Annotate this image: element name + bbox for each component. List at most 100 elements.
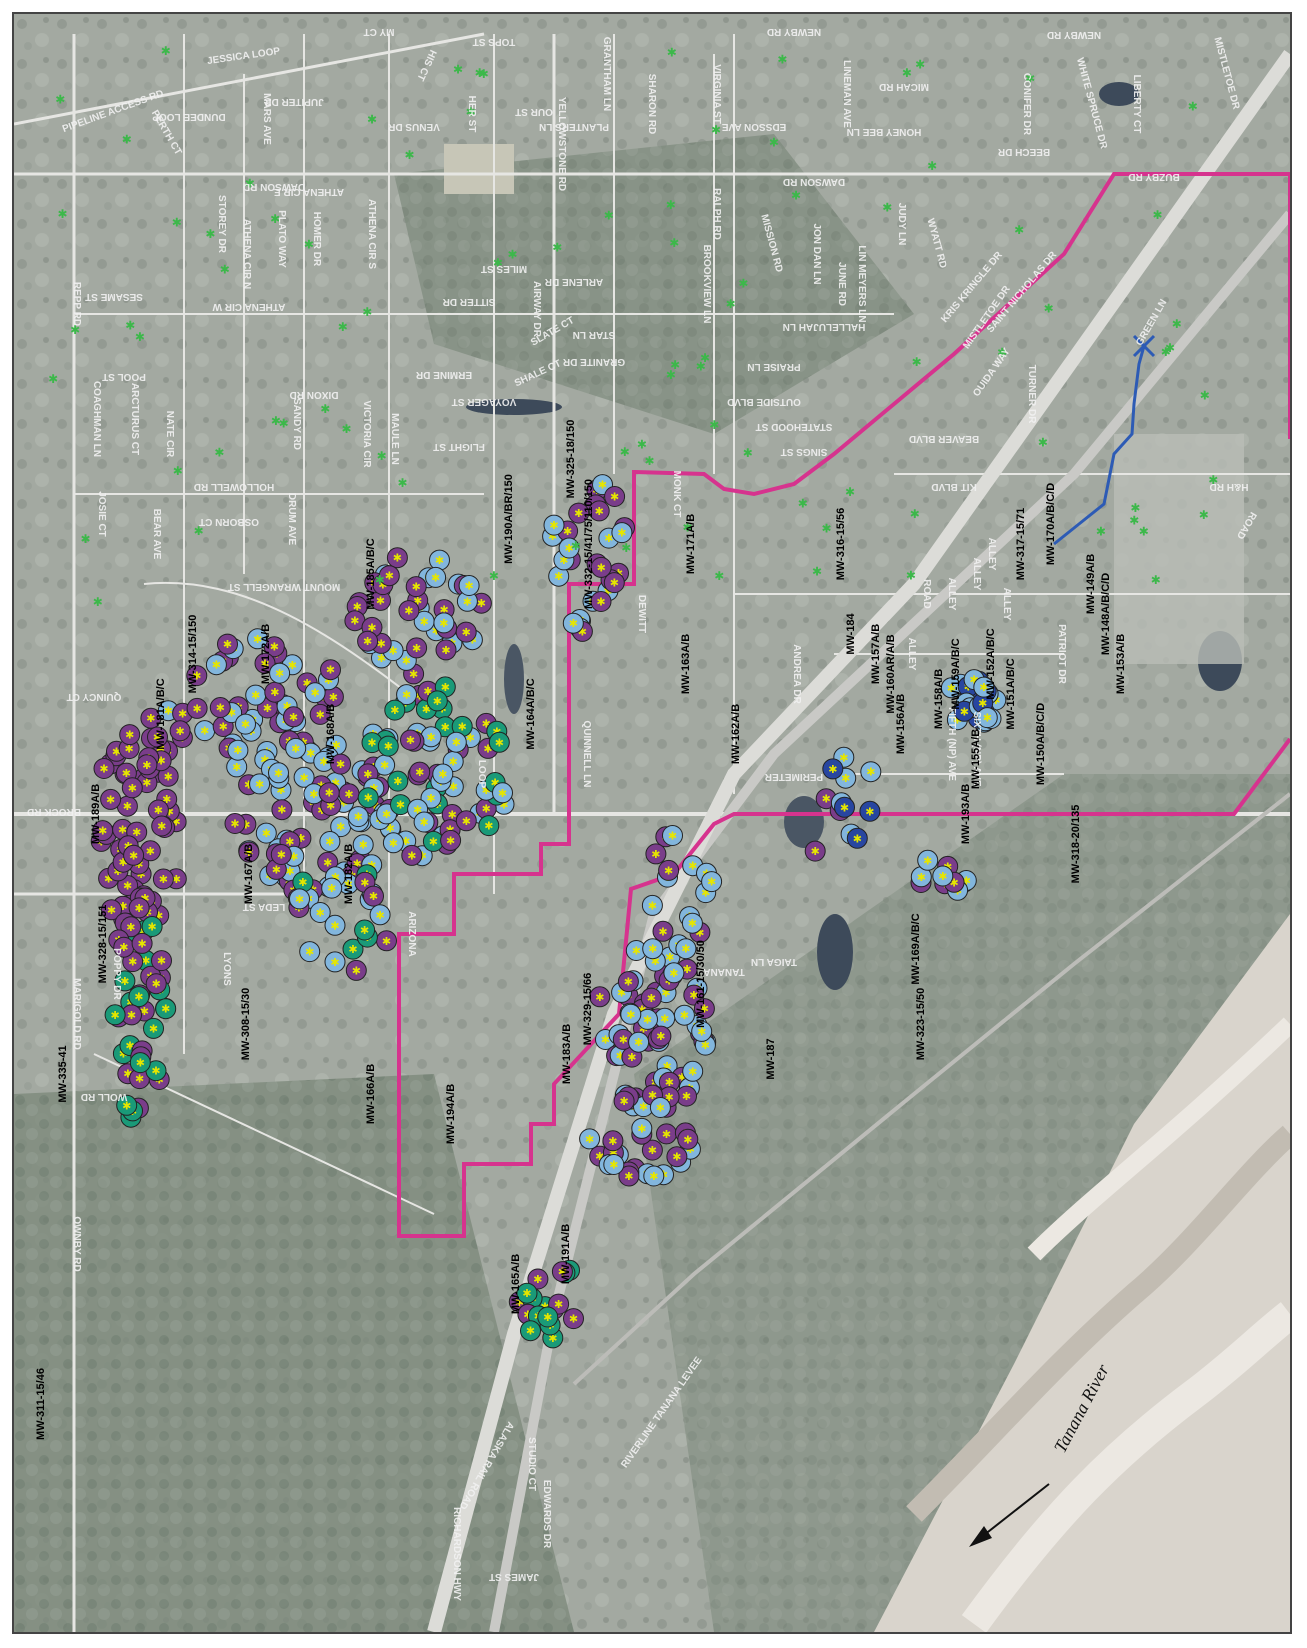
sample-marker[interactable] <box>120 916 142 938</box>
sample-marker[interactable] <box>119 724 141 746</box>
sample-marker[interactable] <box>666 1146 688 1168</box>
sample-marker[interactable] <box>602 1130 624 1152</box>
sample-marker[interactable] <box>136 754 158 776</box>
sample-marker[interactable] <box>186 665 208 687</box>
sample-marker[interactable] <box>643 1165 665 1187</box>
sample-marker[interactable] <box>117 875 139 896</box>
sample-marker[interactable] <box>293 766 315 788</box>
sample-marker[interactable] <box>224 813 246 834</box>
sample-marker[interactable] <box>677 1128 699 1150</box>
sample-marker[interactable] <box>973 676 995 698</box>
sample-marker[interactable] <box>141 916 163 937</box>
sample-marker[interactable] <box>289 888 310 910</box>
sample-marker[interactable] <box>603 1154 625 1175</box>
sample-marker[interactable] <box>590 591 612 612</box>
sample-marker[interactable] <box>396 684 418 706</box>
sample-marker[interactable] <box>129 1052 151 1074</box>
sample-marker[interactable] <box>579 1128 601 1150</box>
sample-marker[interactable] <box>205 654 227 676</box>
sample-marker[interactable] <box>558 537 580 559</box>
sample-marker[interactable] <box>675 938 697 960</box>
sample-marker[interactable] <box>209 697 231 718</box>
sample-marker[interactable] <box>319 831 341 852</box>
sample-marker[interactable] <box>458 575 480 596</box>
sample-marker[interactable] <box>620 1003 642 1025</box>
sample-marker[interactable] <box>398 600 420 622</box>
sample-marker[interactable] <box>435 639 457 661</box>
sample-marker[interactable] <box>143 1017 164 1039</box>
sample-marker[interactable] <box>617 971 639 993</box>
sample-marker[interactable] <box>152 868 174 890</box>
sample-marker[interactable] <box>101 899 122 921</box>
sample-marker[interactable] <box>255 822 277 844</box>
sample-marker[interactable] <box>352 834 374 856</box>
sample-marker[interactable] <box>642 938 664 960</box>
sample-marker[interactable] <box>283 706 304 728</box>
sample-marker[interactable] <box>330 753 352 775</box>
sample-marker[interactable] <box>382 832 404 854</box>
sample-marker[interactable] <box>520 1320 541 1342</box>
sample-marker[interactable] <box>309 902 331 923</box>
sample-marker[interactable] <box>650 1025 672 1047</box>
sample-marker[interactable] <box>93 758 115 779</box>
sample-marker[interactable] <box>492 782 513 804</box>
sample-marker[interactable] <box>140 707 162 729</box>
sample-marker[interactable] <box>227 739 249 761</box>
sample-marker[interactable] <box>321 877 343 899</box>
sample-marker[interactable] <box>357 787 379 809</box>
sample-marker[interactable] <box>822 758 844 780</box>
sample-marker[interactable] <box>100 788 122 810</box>
sample-marker[interactable] <box>128 897 150 919</box>
sample-marker[interactable] <box>516 1282 538 1304</box>
sample-marker[interactable] <box>169 720 191 742</box>
sample-marker[interactable] <box>562 612 584 634</box>
sample-marker[interactable] <box>860 761 882 783</box>
sample-marker[interactable] <box>543 514 565 536</box>
sample-marker[interactable] <box>551 1261 573 1283</box>
sample-marker[interactable] <box>369 904 391 926</box>
sample-marker[interactable] <box>299 941 321 963</box>
sample-marker[interactable] <box>590 556 612 578</box>
sample-marker[interactable] <box>662 825 683 846</box>
sample-marker[interactable] <box>345 959 367 981</box>
sample-marker[interactable] <box>445 731 467 753</box>
sample-marker[interactable] <box>641 894 663 916</box>
sample-marker[interactable] <box>363 885 384 907</box>
sample-marker[interactable] <box>186 697 208 719</box>
sample-marker[interactable] <box>589 986 611 1008</box>
sample-marker[interactable] <box>324 951 346 973</box>
sample-marker[interactable] <box>568 502 590 524</box>
sample-marker[interactable] <box>378 565 400 587</box>
sample-marker[interactable] <box>409 761 431 783</box>
sample-marker[interactable] <box>145 973 167 995</box>
sample-marker[interactable] <box>304 682 326 704</box>
sample-marker[interactable] <box>440 829 462 851</box>
sample-marker[interactable] <box>681 912 703 934</box>
sample-marker[interactable] <box>151 950 172 972</box>
sample-marker[interactable] <box>405 576 427 598</box>
sample-marker[interactable] <box>400 729 421 751</box>
sample-marker[interactable] <box>377 735 399 757</box>
sample-marker[interactable] <box>254 652 276 674</box>
sample-marker[interactable] <box>384 699 406 721</box>
sample-marker[interactable] <box>976 707 998 729</box>
sample-marker[interactable] <box>342 938 364 960</box>
sample-marker[interactable] <box>537 1306 559 1328</box>
sample-marker[interactable] <box>270 844 292 865</box>
sample-marker[interactable] <box>641 1139 663 1161</box>
sample-marker[interactable] <box>693 998 715 1020</box>
sample-marker[interactable] <box>663 962 685 984</box>
sample-marker[interactable] <box>121 777 143 799</box>
sample-marker[interactable] <box>104 1004 126 1026</box>
sample-marker[interactable] <box>425 566 447 588</box>
sample-marker[interactable] <box>611 522 633 544</box>
sample-marker[interactable] <box>401 844 423 866</box>
sample-marker[interactable] <box>387 770 409 792</box>
sample-marker[interactable] <box>131 932 153 954</box>
sample-marker[interactable] <box>309 703 331 725</box>
sample-marker[interactable] <box>116 1094 138 1116</box>
sample-marker[interactable] <box>488 731 510 753</box>
sample-marker[interactable] <box>268 762 289 784</box>
sample-marker[interactable] <box>128 986 150 1008</box>
sample-marker[interactable] <box>917 849 939 871</box>
